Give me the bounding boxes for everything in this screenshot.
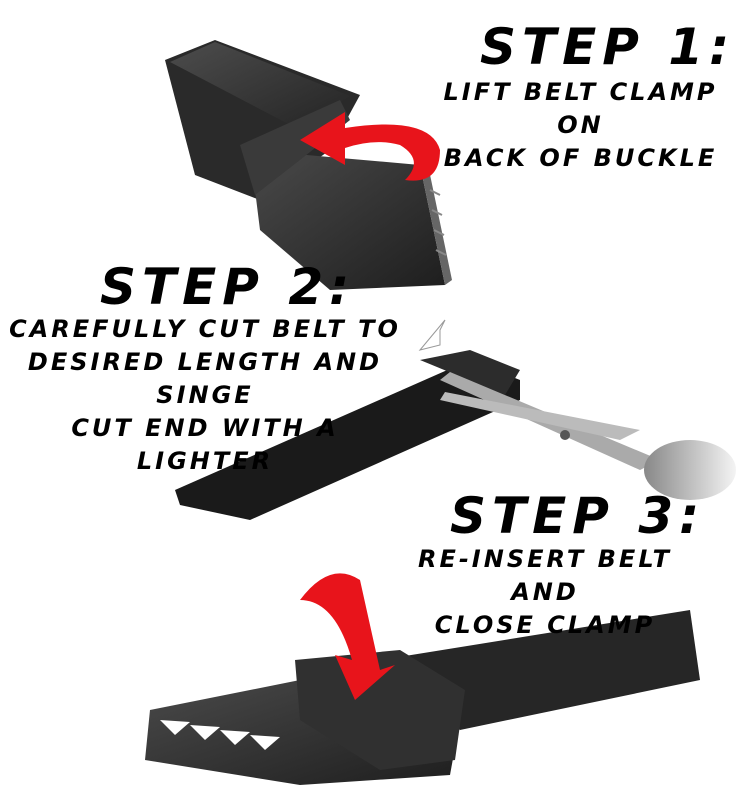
- step1-line2: BACK OF BUCKLE: [443, 144, 718, 172]
- step2-line3: CUT END WITH A: [71, 414, 339, 442]
- step3-line2: CLOSE CLAMP: [434, 611, 656, 639]
- step3-buckle-image: [145, 610, 700, 785]
- step2-belt-cut-image: [175, 319, 736, 520]
- step2-description: CAREFULLY CUT BELT TO DESIRED LENGTH AND…: [0, 313, 410, 478]
- step1-description: LIFT BELT CLAMP ON BACK OF BUCKLE: [425, 76, 736, 175]
- step3-description: RE-INSERT BELT AND CLOSE CLAMP: [385, 543, 705, 642]
- step1-title: STEP 1:: [480, 18, 736, 76]
- step3-line1: RE-INSERT BELT AND: [417, 545, 673, 606]
- step3-arrow-icon: [300, 573, 395, 700]
- step2-line1: CAREFULLY CUT BELT TO: [9, 315, 401, 343]
- step1-arrow-icon: [300, 112, 440, 181]
- step3-title: STEP 3:: [450, 487, 706, 545]
- step2-line2: DESIRED LENGTH AND SINGE: [27, 348, 383, 409]
- step2-title: STEP 2:: [100, 258, 356, 316]
- step2-line4: LIGHTER: [136, 447, 274, 475]
- step1-buckle-image: [165, 40, 452, 290]
- step1-line1: LIFT BELT CLAMP ON: [443, 78, 718, 139]
